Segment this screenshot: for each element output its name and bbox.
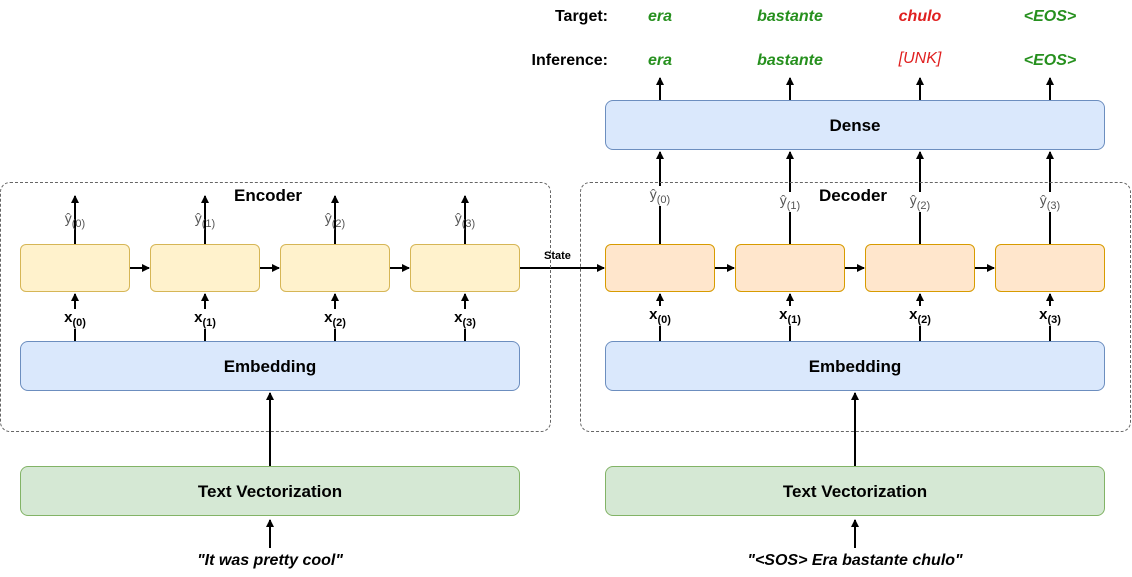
decoder-vectorization-label: Text Vectorization [782,482,928,501]
encoder-x-label: x(1) [185,309,225,329]
encoder-embedding: Embedding [20,341,520,391]
decoder-title: Decoder [819,186,888,205]
decoder-yhat-label: ŷ(2) [900,192,940,212]
target-row-label: Target: [554,8,608,25]
decoder-cell [995,244,1105,292]
encoder-yhat-label: ŷ(3) [454,210,476,230]
decoder-cell [605,244,715,292]
decoder-x-label: x(1) [770,306,810,326]
encoder-yhat-label: ŷ(1) [194,210,216,230]
encoder-vectorization-label: Text Vectorization [197,482,343,501]
target-token: <EOS> [1023,8,1077,25]
target-token: era [647,8,673,25]
encoder-input-text: "It was pretty cool" [197,552,343,569]
encoder-text-vectorization: Text Vectorization [20,466,520,516]
decoder-cell [865,244,975,292]
decoder-cell [735,244,845,292]
encoder-embedding-label: Embedding [223,357,317,376]
encoder-cell [410,244,520,292]
decoder-embedding-label: Embedding [808,357,902,376]
decoder-text-vectorization: Text Vectorization [605,466,1105,516]
decoder-yhat-label: ŷ(3) [1030,192,1070,212]
inference-token: era [647,52,673,69]
decoder-input-text: "<SOS> Era bastante chulo" [747,552,963,569]
encoder-x-label: x(3) [445,309,485,329]
target-token: bastante [757,8,823,25]
decoder-embedding: Embedding [605,341,1105,391]
decoder-x-label: x(3) [1030,306,1070,326]
inference-token: <EOS> [1023,52,1077,69]
encoder-x-label: x(2) [315,309,355,329]
encoder-group [0,182,551,432]
target-token: chulo [898,8,942,25]
decoder-yhat-label: ŷ(1) [770,192,810,212]
encoder-yhat-label: ŷ(2) [324,210,346,230]
decoder-x-label: x(0) [640,306,680,326]
dense-layer: Dense [605,100,1105,150]
decoder-yhat-label: ŷ(0) [640,186,680,206]
encoder-title: Encoder [234,186,303,205]
encoder-cell [150,244,260,292]
encoder-cell [20,244,130,292]
encoder-x-label: x(0) [55,309,95,329]
dense-label: Dense [829,116,881,135]
inference-token: [UNK] [898,50,942,67]
encoder-cell [280,244,390,292]
decoder-group [580,182,1131,432]
state-label: State [544,250,571,262]
inference-row-label: Inference: [531,52,608,69]
inference-token: bastante [757,52,823,69]
encoder-yhat-label: ŷ(0) [64,210,86,230]
decoder-x-label: x(2) [900,306,940,326]
